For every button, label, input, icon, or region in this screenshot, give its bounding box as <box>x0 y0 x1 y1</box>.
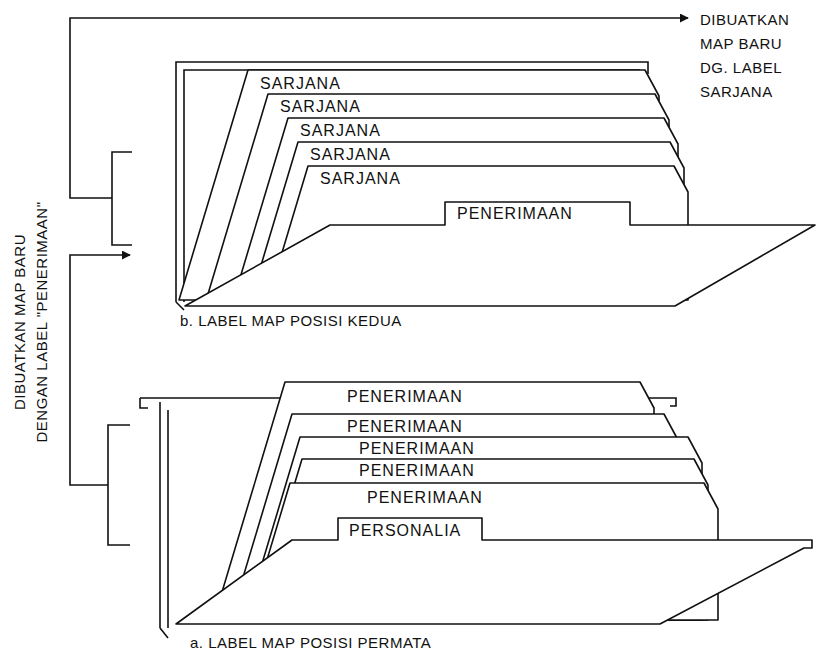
folder-tab: PENERIMAAN <box>357 463 477 479</box>
folder-label: SARJANA <box>260 76 341 92</box>
folder-tab: SARJANA <box>308 147 393 163</box>
folder-tab: PENERIMAAN <box>345 419 465 435</box>
folder-label: PENERIMAAN <box>347 389 463 405</box>
folder-label: SARJANA <box>280 99 361 115</box>
folder-outline <box>185 202 815 306</box>
folder-label: PENERIMAAN <box>359 463 475 479</box>
folder-tab: SARJANA <box>318 171 403 187</box>
folder-label: SARJANA <box>300 123 381 139</box>
bracket-arrow <box>70 18 688 545</box>
folder-label: SARJANA <box>310 147 391 163</box>
figure-caption: b. LABEL MAP POSISI KEDUA <box>180 312 402 330</box>
folder-label: SARJANA <box>320 171 401 187</box>
folder-label: PENERIMAAN <box>359 441 475 457</box>
folder-label: PENERIMAAN <box>457 206 573 222</box>
folder-tab: PERSONALIA <box>347 523 463 539</box>
folder-tab: SARJANA <box>278 99 363 115</box>
folder-tab: PENERIMAAN <box>345 389 465 405</box>
callout-note: DIBUATKAN MAP BARU DG. LABEL SARJANA <box>700 8 789 104</box>
figure-caption: a. LABEL MAP POSISI PERMATA <box>190 634 431 652</box>
folder-tab: SARJANA <box>298 123 383 139</box>
vertical-note: DIBUATKAN MAP BARU DENGAN LABEL "PENERIM… <box>8 202 52 443</box>
folder-tab: PENERIMAAN <box>365 490 485 506</box>
folder-outline <box>176 518 812 624</box>
folder-tab: PENERIMAAN <box>357 441 477 457</box>
folder-label: PENERIMAAN <box>347 419 463 435</box>
folder-tab: SARJANA <box>258 76 343 92</box>
folder-tab: PENERIMAAN <box>455 206 575 222</box>
folder-label: PERSONALIA <box>349 523 461 539</box>
folder-stack <box>176 70 815 624</box>
folder-label: PENERIMAAN <box>367 490 483 506</box>
